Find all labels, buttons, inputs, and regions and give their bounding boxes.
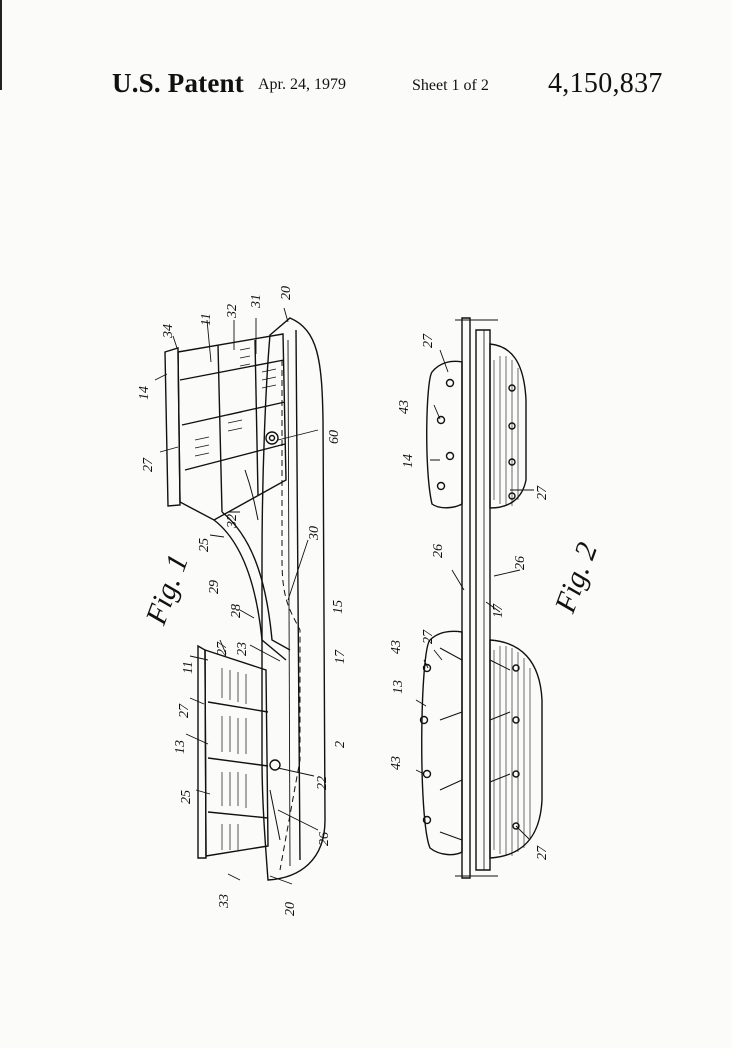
fig2-label-27-top: 27 — [421, 333, 436, 348]
figure-2-labels: 27 43 14 27 26 26 17 43 27 13 43 27 Fig.… — [389, 333, 604, 860]
fig1-boss-60 — [266, 432, 278, 444]
figure-1-labels: 34 11 32 31 20 14 27 60 32 25 29 30 28 1… — [137, 286, 348, 916]
fig1-label-20-top: 20 — [279, 286, 294, 300]
fig2-label-26-right: 26 — [513, 556, 528, 570]
fig1-label-34: 34 — [161, 324, 176, 339]
fig1-label-29: 29 — [207, 580, 222, 594]
fig1-label-11-mid: 11 — [181, 661, 196, 674]
fig2-caption: Fig. 2 — [548, 538, 604, 618]
fig2-hole-2 — [438, 417, 445, 424]
fig1-bottom-edge-2 — [288, 340, 290, 866]
fig1-label-17: 17 — [333, 649, 348, 664]
fig1-label-2: 2 — [333, 741, 348, 748]
fig2-hole-4 — [438, 483, 445, 490]
fig1-label-25-top: 25 — [197, 538, 212, 552]
fig1-label-31: 31 — [249, 294, 264, 309]
fig1-label-20-bottom: 20 — [283, 902, 298, 916]
fig2-label-14: 14 — [401, 454, 416, 468]
fig2-label-17: 17 — [491, 603, 506, 618]
fig2-shank-bar-2 — [476, 330, 490, 870]
fig1-label-32: 32 — [225, 304, 240, 319]
fig1-label-22: 22 — [315, 776, 330, 790]
fig2-label-43-top: 43 — [397, 400, 412, 414]
fig1-label-32-mid: 32 — [225, 514, 240, 529]
fig1-label-23: 23 — [235, 642, 250, 656]
figure-2 — [416, 318, 542, 878]
fig1-label-25-low: 25 — [179, 790, 194, 804]
fig2-label-27-right: 27 — [535, 485, 550, 500]
fig2-label-27-low: 27 — [535, 845, 550, 860]
fig2-label-26-left: 26 — [431, 544, 446, 558]
fig1-label-27-mid: 27 — [215, 641, 230, 656]
fig1-label-13: 13 — [173, 740, 188, 754]
fig2-hole-1 — [447, 380, 454, 387]
fig2-label-43-low: 43 — [389, 756, 404, 770]
fig2-heel-plate-right — [490, 640, 542, 858]
fig1-label-60: 60 — [327, 430, 342, 444]
fig2-hole-7 — [424, 771, 431, 778]
fig1-heel-hatch — [222, 668, 246, 850]
fig1-label-26: 26 — [317, 832, 332, 846]
fig1-label-33: 33 — [217, 894, 232, 909]
fig1-caption: Fig. 1 — [139, 550, 195, 630]
fig1-label-15: 15 — [331, 600, 346, 614]
fig1-toe-grid — [180, 340, 285, 512]
fig2-hole-3 — [447, 453, 454, 460]
fig1-label-28: 28 — [229, 604, 244, 618]
fig1-label-14: 14 — [137, 386, 152, 400]
fig1-arch-curve — [214, 520, 286, 660]
fig1-toe-plate-top — [165, 348, 180, 506]
fig2-toe-hatch — [494, 356, 518, 506]
fig1-toe-plate — [178, 334, 286, 520]
fig1-heel-plate-top — [198, 646, 206, 858]
fig2-label-13: 13 — [391, 680, 406, 694]
fig1-label-27-low: 27 — [177, 703, 192, 718]
fig1-label-11: 11 — [199, 313, 214, 326]
fig2-label-27-mid: 27 — [421, 629, 436, 644]
fig2-shank-bar — [462, 318, 470, 878]
fig1-label-30: 30 — [307, 526, 322, 541]
fig2-label-43-mid: 43 — [389, 640, 404, 654]
fig2-heel-ribs-left — [440, 648, 462, 840]
fig1-heel-plate — [205, 650, 268, 856]
fig2-heel-hatch — [494, 646, 530, 856]
fig1-label-27-top: 27 — [141, 457, 156, 472]
fig2-toe-plate-right — [490, 344, 526, 508]
